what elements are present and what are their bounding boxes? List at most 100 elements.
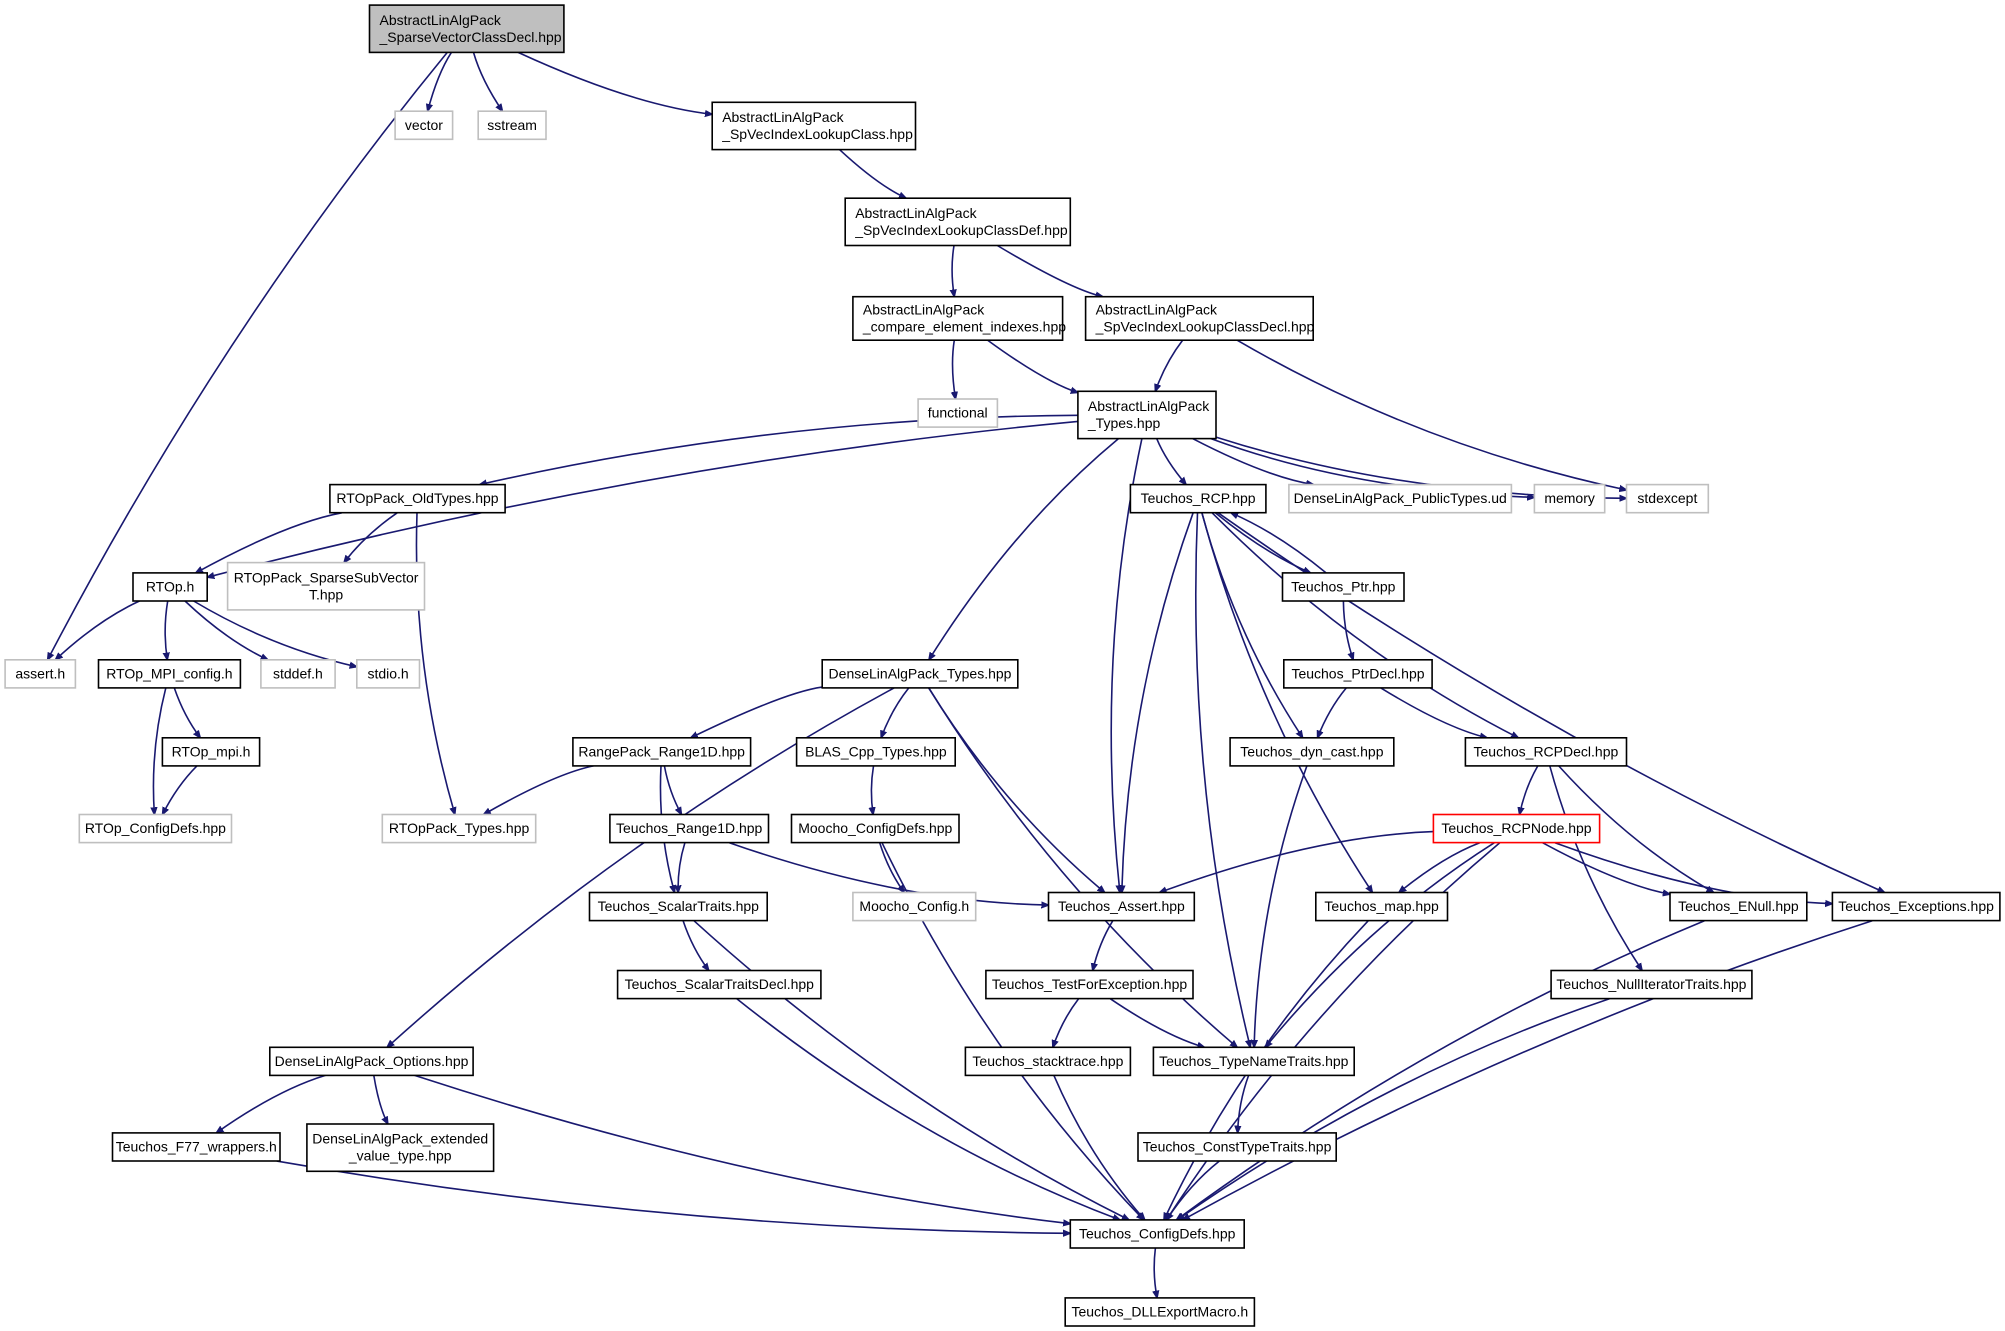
node-spvec-lookup-def[interactable]: AbstractLinAlgPack_SpVecIndexLookupClass… [844, 197, 1072, 247]
node-box [1137, 1132, 1337, 1162]
node-moocho-config-h: Moocho_Config.h [852, 891, 977, 922]
node-label: _SpVecIndexLookupClassDecl.hpp [1095, 318, 1315, 334]
node-box [111, 1132, 281, 1162]
node-box [1669, 891, 1808, 922]
edge-teuchos_range1d-to-teuchos_scalartraits [678, 842, 686, 893]
edge-teuchos_rcpnode-to-teuchos_enull [1542, 841, 1671, 895]
node-vector: vector [394, 110, 454, 141]
node-rtop-mpi[interactable]: RTOp_mpi.h [161, 736, 261, 767]
node-stdio: stdio.h [355, 658, 421, 689]
node-teuchos-rcpdecl[interactable]: Teuchos_RCPDecl.hpp [1464, 736, 1628, 767]
node-label: RTOp_mpi.h [172, 743, 251, 759]
node-label: AbstractLinAlgPack [855, 205, 977, 221]
node-teuchos-testforexc[interactable]: Teuchos_TestForException.hpp [985, 969, 1194, 1000]
node-teuchos-f77[interactable]: Teuchos_F77_wrappers.h [111, 1132, 281, 1162]
node-label: stdio.h [367, 665, 408, 681]
edge-spvec_lookup_decl-to-stdexcept [1236, 339, 1627, 490]
node-blas-cpp[interactable]: BLAS_Cpp_Types.hpp [795, 736, 956, 767]
node-teuchos-rcp[interactable]: Teuchos_RCP.hpp [1129, 483, 1267, 514]
node-box [1432, 813, 1601, 844]
node-teuchos-exceptions[interactable]: Teuchos_Exceptions.hpp [1831, 891, 2001, 922]
node-ala-types[interactable]: AbstractLinAlgPack_Types.hpp [1077, 390, 1217, 440]
edge-teuchos_typename-to-teuchos_consttype [1238, 1075, 1250, 1133]
edge-teuchos_rcp-to-teuchos_rcpdecl [1211, 512, 1518, 738]
node-teuchos-typename[interactable]: Teuchos_TypeNameTraits.hpp [1152, 1046, 1356, 1077]
node-dla-types[interactable]: DenseLinAlgPack_Types.hpp [821, 658, 1019, 689]
node-root[interactable]: AbstractLinAlgPack_SparseVectorClassDecl… [368, 4, 565, 54]
node-teuchos-enull[interactable]: Teuchos_ENull.hpp [1669, 891, 1808, 922]
node-label: RTOp_MPI_config.h [106, 665, 232, 681]
edge-line [173, 687, 200, 738]
node-teuchos-ptrdecl[interactable]: Teuchos_PtrDecl.hpp [1283, 658, 1433, 689]
node-teuchos-dllexport[interactable]: Teuchos_DLLExportMacro.h [1064, 1297, 1256, 1327]
edge-teuchos_rcpdecl-to-teuchos_enull [1558, 765, 1714, 893]
node-teuchos-scalartraits[interactable]: Teuchos_ScalarTraits.hpp [588, 891, 768, 922]
node-rangepack[interactable]: RangePack_Range1D.hpp [572, 736, 752, 767]
node-teuchos-range1d[interactable]: Teuchos_Range1D.hpp [609, 813, 770, 844]
node-teuchos-configdefs[interactable]: Teuchos_ConfigDefs.hpp [1069, 1219, 1246, 1249]
node-teuchos-rcpnode[interactable]: Teuchos_RCPNode.hpp [1432, 813, 1601, 844]
node-teuchos-assert[interactable]: Teuchos_Assert.hpp [1047, 891, 1196, 922]
node-box [588, 891, 768, 922]
node-teuchos-stacktrace[interactable]: Teuchos_stacktrace.hpp [964, 1046, 1132, 1077]
node-compare-idx[interactable]: AbstractLinAlgPack_compare_element_index… [852, 295, 1066, 342]
node-rtoppack-types: RTOpPack_Types.hpp [381, 813, 537, 844]
node-box [97, 658, 242, 689]
node-box [1464, 736, 1628, 767]
edge-line [838, 149, 907, 199]
node-label: stdexcept [1637, 490, 1697, 506]
node-label: BLAS_Cpp_Types.hpp [805, 743, 947, 759]
node-label: Teuchos_dyn_cast.hpp [1240, 743, 1383, 759]
edge-dla_types-to-dla_options [387, 687, 895, 1047]
edge-teuchos_stacktrace-to-teuchos_configdefs [1053, 1075, 1145, 1220]
edge-line [1053, 1075, 1145, 1220]
node-label: Teuchos_stacktrace.hpp [972, 1053, 1123, 1069]
edge-line [928, 687, 1237, 1047]
edge-spvec_lookup_def-to-spvec_lookup_decl [996, 244, 1103, 297]
node-rtop-h[interactable]: RTOp.h [132, 572, 208, 602]
node-spvec-lookup[interactable]: AbstractLinAlgPack_SpVecIndexLookupClass… [711, 101, 917, 151]
node-teuchos-scalartraitsdecl[interactable]: Teuchos_ScalarTraitsDecl.hpp [616, 969, 822, 1000]
node-teuchos-ptr[interactable]: Teuchos_Ptr.hpp [1281, 572, 1405, 602]
node-teuchos-map[interactable]: Teuchos_map.hpp [1315, 891, 1449, 922]
edge-line [691, 686, 823, 738]
edge-teuchos_dyncast-to-teuchos_typename [1254, 765, 1308, 1047]
node-label: Teuchos_NullIteratorTraits.hpp [1556, 976, 1746, 992]
node-label: AbstractLinAlgPack [1096, 301, 1218, 317]
edge-ala_types-to-dla_public [1192, 437, 1314, 485]
node-box [1047, 891, 1196, 922]
node-spvec-lookup-decl[interactable]: AbstractLinAlgPack_SpVecIndexLookupClass… [1084, 295, 1315, 342]
node-dla-options[interactable]: DenseLinAlgPack_Options.hpp [268, 1046, 474, 1077]
node-label: Teuchos_RCP.hpp [1141, 490, 1256, 506]
edge-line [1109, 998, 1204, 1048]
edge-line [1265, 842, 1495, 1048]
edge-dla_types-to-teuchos_typename [928, 687, 1237, 1047]
edge-line [929, 437, 1120, 660]
node-rtop-oldtypes[interactable]: RTOpPack_OldTypes.hpp [329, 483, 506, 514]
edge-line [55, 600, 140, 660]
edge-line [1231, 513, 1327, 574]
edge-teuchos_range1d-to-teuchos_assert [729, 841, 1048, 905]
edge-teuchos_testforexc-to-teuchos_typename [1109, 998, 1204, 1048]
node-teuchos-consttype[interactable]: Teuchos_ConstTypeTraits.hpp [1137, 1132, 1337, 1162]
edge-compare_idx-to-functional [953, 339, 956, 399]
node-teuchos-dyncast[interactable]: Teuchos_dyn_cast.hpp [1229, 736, 1395, 767]
edge-dla_types-to-blas_cpp [881, 687, 910, 738]
node-label: Teuchos_Assert.hpp [1058, 898, 1185, 914]
node-label: RTOpPack_Types.hpp [389, 820, 530, 836]
node-teuchos-nulliter[interactable]: Teuchos_NullIteratorTraits.hpp [1550, 969, 1753, 1000]
node-stddef: stddef.h [260, 658, 336, 689]
edge-teuchos_assert-to-teuchos_testforexc [1093, 920, 1114, 971]
edge-teuchos_testforexc-to-teuchos_stacktrace [1053, 998, 1080, 1048]
edge-line [1380, 687, 1487, 738]
edge-root-to-vector [428, 51, 453, 111]
edge-moocho_configdefs-to-moocho_config_h [878, 842, 905, 893]
node-box [1625, 483, 1710, 514]
node-label: _Types.hpp [1087, 415, 1161, 431]
node-moocho-configdefs[interactable]: Moocho_ConfigDefs.hpp [790, 813, 960, 844]
node-rtop-mpi-config[interactable]: RTOp_MPI_config.h [97, 658, 242, 689]
edge-compare_idx-to-ala_types [987, 339, 1078, 393]
node-assert-h: assert.h [4, 658, 77, 689]
node-dla-extended[interactable]: DenseLinAlgPack_extended_value_type.hpp [306, 1123, 495, 1173]
node-label: _compare_element_indexes.hpp [862, 318, 1066, 334]
